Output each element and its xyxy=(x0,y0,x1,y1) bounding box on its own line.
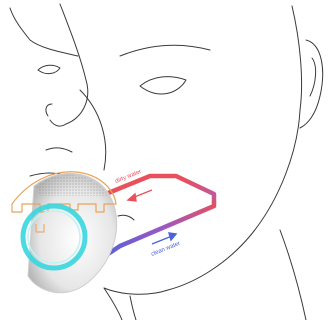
filter-device xyxy=(12,172,117,293)
neck-left xyxy=(130,296,136,320)
left-brow xyxy=(30,40,78,56)
nose-bridge xyxy=(60,4,88,124)
right-brow xyxy=(120,45,210,56)
nostril xyxy=(46,104,52,116)
left-eye xyxy=(38,65,60,73)
jaw-line xyxy=(168,110,300,290)
chin-line xyxy=(104,288,168,294)
forehead-line xyxy=(10,8,30,40)
ear-inner xyxy=(310,58,316,96)
cheek-line xyxy=(80,90,106,170)
upper-lip xyxy=(46,148,72,152)
lip-mark xyxy=(118,215,134,220)
right-eye xyxy=(140,77,186,94)
neck-right xyxy=(280,230,306,320)
temple-line xyxy=(292,6,302,110)
dirty-water-arrow xyxy=(128,190,152,201)
clean-water-arrow xyxy=(152,233,176,244)
nose-tip xyxy=(50,120,66,126)
ear xyxy=(300,40,323,128)
